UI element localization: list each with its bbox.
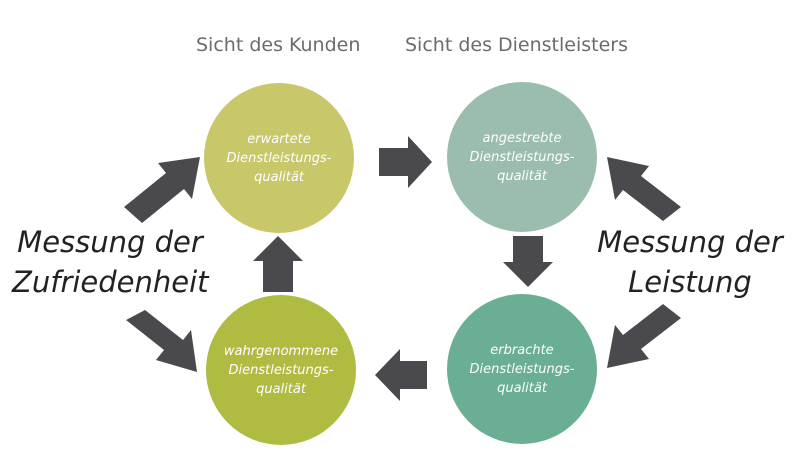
circle-delivered-quality: erbrachte Dienstleistungs- qualität xyxy=(447,294,597,444)
arrow-down-icon xyxy=(503,236,553,287)
expected-line3: qualität xyxy=(254,169,304,185)
targeted-line3: qualität xyxy=(497,168,547,184)
arrow-diagonal-down-right-icon xyxy=(126,310,197,372)
expected-line1: erwartete xyxy=(247,131,311,147)
targeted-line2: Dienstleistungs- xyxy=(469,149,575,165)
label-measure-performance: Messung der Leistung xyxy=(592,222,788,302)
circle-perceived-quality: wahrgenommene Dienstleistungs- qualität xyxy=(206,295,356,445)
header-customer-view: Sicht des Kunden xyxy=(196,34,361,56)
arrow-right-icon xyxy=(379,136,432,188)
expected-line2: Dienstleistungs- xyxy=(226,150,332,166)
header-provider-view: Sicht des Dienstleisters xyxy=(405,34,628,56)
targeted-line1: angestrebte xyxy=(482,130,562,146)
arrow-diagonal-up-right-icon xyxy=(124,157,200,223)
delivered-line1: erbrachte xyxy=(490,342,554,358)
circle-targeted-quality: angestrebte Dienstleistungs- qualität xyxy=(447,82,597,232)
arrow-diagonal-down-left-icon xyxy=(607,304,681,368)
arrow-up-icon xyxy=(253,236,303,292)
left-label-line1: Messung der xyxy=(17,225,203,259)
right-label-line1: Messung der xyxy=(597,225,783,259)
arrow-diagonal-up-left-icon xyxy=(607,157,681,221)
right-label-line2: Leistung xyxy=(628,265,752,299)
perceived-line3: qualität xyxy=(256,381,306,397)
perceived-line1: wahrgenommene xyxy=(223,343,339,359)
delivered-line2: Dienstleistungs- xyxy=(469,361,575,377)
circle-expected-quality: erwartete Dienstleistungs- qualität xyxy=(204,83,354,233)
delivered-line3: qualität xyxy=(497,380,547,396)
arrow-left-icon xyxy=(375,349,427,401)
perceived-line2: Dienstleistungs- xyxy=(228,362,334,378)
left-label-line2: Zufriedenheit xyxy=(12,265,209,299)
label-measure-satisfaction: Messung der Zufriedenheit xyxy=(12,222,209,302)
